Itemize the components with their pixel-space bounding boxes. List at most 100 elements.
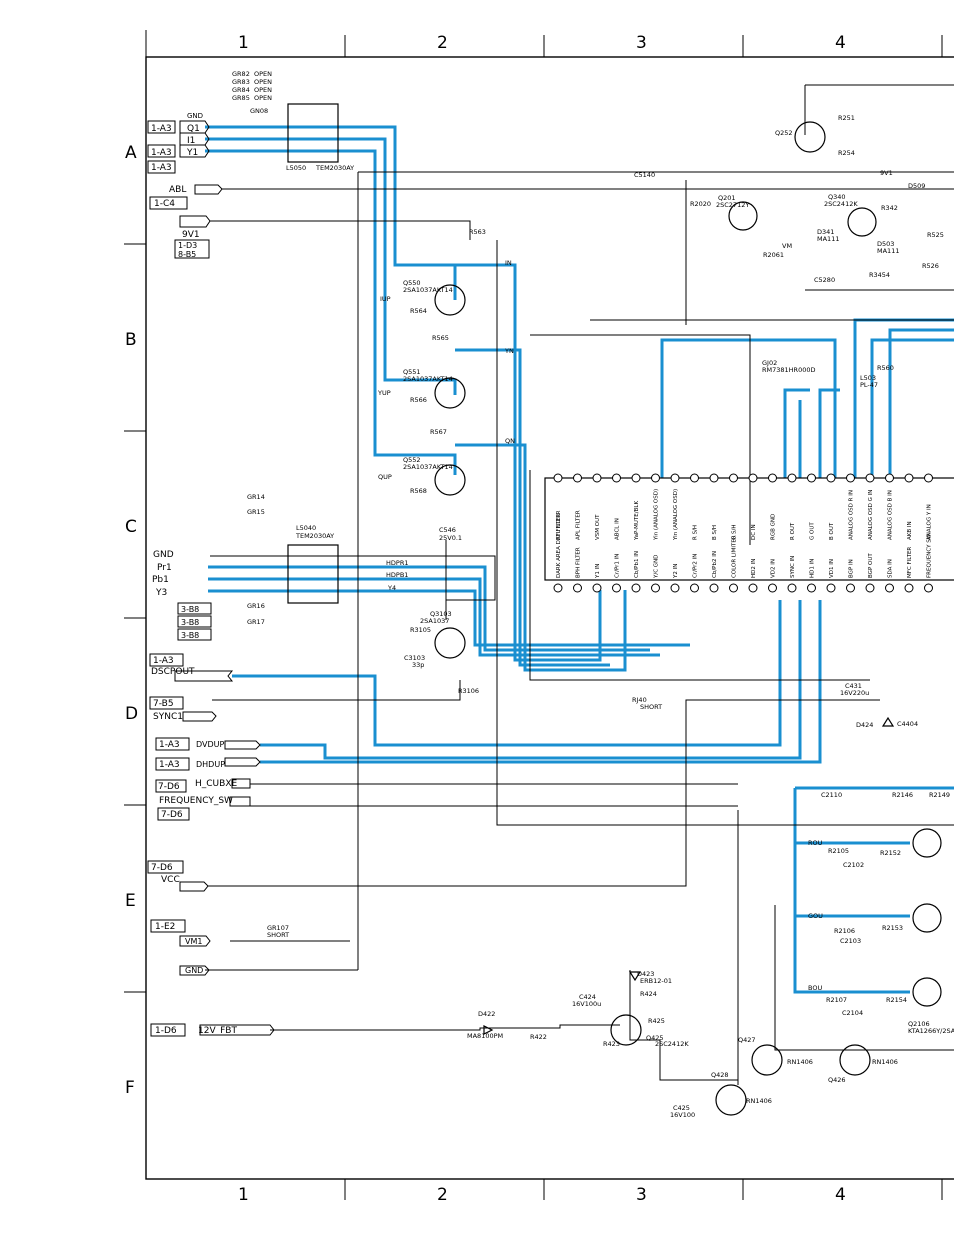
- ref-dscpout: 1-A3: [153, 656, 174, 666]
- ref-3b8-a: 3-B8: [181, 605, 199, 614]
- ic-top-pin: [846, 473, 855, 483]
- ic-bottom-pin-label: FREQUENCY SW: [927, 533, 933, 578]
- ic-bottom-pin: [553, 583, 563, 593]
- label-q1: Q1: [187, 124, 200, 134]
- label-r2061: R2061: [763, 251, 784, 259]
- label-q3103-type: 2SA1037: [420, 617, 449, 625]
- label-r2154: R2154: [886, 996, 907, 1004]
- ic-bottom-pin: [670, 583, 680, 593]
- row-label-b: B: [125, 330, 137, 350]
- label-vcc: VCC: [161, 875, 180, 885]
- label-q340-type: 2SC2412K: [824, 200, 858, 208]
- label-d503: D503: [877, 240, 894, 248]
- net-yn: YN: [504, 347, 514, 355]
- label-l503-v: PL-47: [860, 381, 878, 389]
- ref-abl: 1-C4: [154, 199, 175, 209]
- label-9v1: 9V1: [182, 230, 200, 240]
- ic-bottom-pin-label: VD2 IN: [771, 559, 777, 578]
- label-gr85: GR85: [232, 94, 250, 102]
- label-rj40: RJ40: [632, 696, 647, 704]
- ic-bottom-pin-label: VD1 IN: [829, 559, 835, 578]
- label-q425: Q425: [646, 1034, 664, 1042]
- ic-bottom-pin: [573, 583, 582, 593]
- row-label-f: F: [125, 1078, 135, 1098]
- label-c431-v: 16V220u: [840, 689, 869, 697]
- label-r251: R251: [838, 114, 855, 122]
- label-y1: Y1: [186, 148, 198, 158]
- label-d423-type: ERB12-01: [640, 977, 672, 985]
- ic-top-pin-label: Yin (ANALOG OSD): [654, 489, 660, 541]
- filter-l5040: [287, 544, 339, 604]
- label-r563: R563: [469, 228, 486, 236]
- ic-bottom-pin: [826, 583, 836, 593]
- label-r2107: R2107: [826, 996, 847, 1004]
- ic-top-pin-label: AFL FILTER: [556, 510, 562, 540]
- label-r2146: R2146: [892, 791, 913, 799]
- ic-top-pin: [573, 473, 582, 483]
- label-q201: Q201: [718, 194, 736, 202]
- label-rj40-short: SHORT: [640, 703, 662, 711]
- ic-bottom-pin-label: BGP IN: [849, 559, 855, 578]
- ic-top-pin-label: G OUT: [810, 522, 816, 540]
- label-sync1: SYNC1: [153, 712, 183, 722]
- label-c2103: C2103: [840, 937, 861, 945]
- ref-9v-a: 1-D3: [178, 241, 197, 250]
- ic-top-pin-label: R OUT: [790, 522, 796, 540]
- ref-y1: 1-A3: [151, 148, 172, 158]
- label-l503: L503: [860, 374, 876, 382]
- label-d422: D422: [478, 1010, 495, 1018]
- label-q550: Q550: [403, 279, 421, 287]
- label-c5140: C5140: [634, 171, 655, 179]
- ic-top-pin: [748, 473, 758, 483]
- ic-bottom-pin: [924, 583, 933, 593]
- label-gn08: GN08: [250, 107, 268, 115]
- ref-i1: 1-A3: [151, 163, 172, 173]
- ic-top-pin: [865, 473, 875, 483]
- grid-frame: [124, 30, 954, 1200]
- ref-dhdup: 1-A3: [159, 760, 180, 770]
- net-qup: QUP: [378, 473, 392, 481]
- transistor-q550: [434, 284, 466, 316]
- label-gr15: GR15: [247, 508, 265, 516]
- transistor-q201: [728, 201, 758, 231]
- label-q201-type: 2SC2712Y: [716, 201, 749, 209]
- ic-top-pin-label: ANALOG Y IN: [927, 504, 933, 540]
- label-gnd-top: GND: [187, 112, 203, 120]
- ic-bottom-pin: [748, 583, 758, 593]
- ic-top-pin: [612, 473, 621, 483]
- label-dhdup: DHDUP: [196, 760, 225, 769]
- ic-top-pin: [592, 473, 602, 483]
- label-c424-v: 16V100u: [572, 1000, 601, 1008]
- ic-bottom-pin-label: COLOR LIMITER: [732, 535, 738, 578]
- label-gnd-comp: GND: [153, 550, 174, 560]
- transistor-q427: [751, 1044, 783, 1076]
- ic-bottom-pin: [592, 583, 602, 593]
- label-c2102: C2102: [843, 861, 864, 869]
- ic-bottom-pin-label: BPH FILTER: [576, 547, 582, 578]
- transistor-q551: [434, 377, 466, 409]
- transistor-q3103: [434, 627, 466, 659]
- ic-bottom-pin: [768, 583, 777, 593]
- label-r525: R525: [927, 231, 944, 239]
- ic-top-pin-label: ABCL IN: [615, 518, 621, 540]
- row-label-c: C: [125, 517, 137, 537]
- label-tem2030ay-b: TEM2030AY: [295, 532, 334, 540]
- ic-bottom-pin-label: MFC FILTER: [907, 547, 913, 578]
- label-gr107-short: SHORT: [267, 931, 289, 939]
- label-c425: C425: [673, 1104, 690, 1112]
- label-q340: Q340: [828, 193, 846, 201]
- ic-bottom-pin: [904, 583, 914, 593]
- label-c546: C546: [439, 526, 456, 534]
- transistor-q252: [794, 121, 826, 153]
- label-c3103: C3103: [404, 654, 425, 662]
- label-r567: R567: [430, 428, 447, 436]
- ic-bottom-pin-label: BGP OUT: [868, 553, 874, 578]
- label-rn1406-a: RN1406: [787, 1058, 813, 1066]
- ref-sync1: 7-B5: [153, 699, 174, 709]
- ic-bottom-pin: [846, 583, 855, 593]
- label-q2106: Q2106: [908, 1020, 930, 1028]
- black-wiring: [205, 84, 954, 1085]
- ref-dvdup: 1-A3: [159, 740, 180, 750]
- ref-q1: 1-A3: [151, 124, 172, 134]
